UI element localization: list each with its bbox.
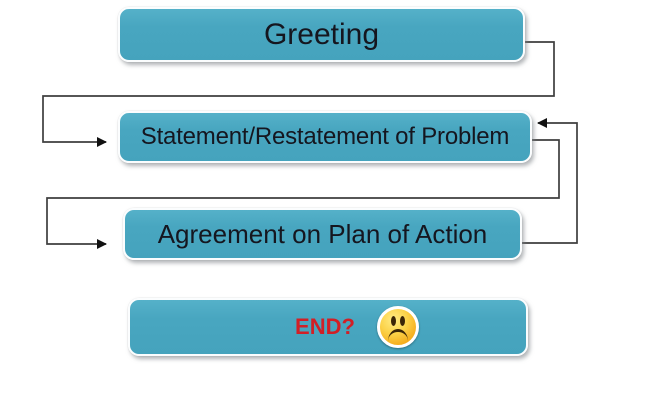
flow-box-agreement-label: Agreement on Plan of Action bbox=[157, 218, 488, 249]
sad-face-left-eye bbox=[390, 316, 396, 326]
flow-box-statement: Statement/Restatement of Problem bbox=[118, 111, 532, 163]
sad-face-frown-mouth bbox=[387, 329, 408, 341]
flow-box-statement-label: Statement/Restatement of Problem bbox=[140, 123, 510, 150]
sad-face-icon bbox=[376, 306, 419, 348]
flow-box-greeting: Greeting bbox=[118, 7, 525, 62]
flow-box-end: END? bbox=[128, 298, 528, 356]
flow-box-end-label: END? bbox=[295, 314, 355, 339]
flow-box-greeting-label: Greeting bbox=[263, 17, 380, 51]
flow-box-agreement: Agreement on Plan of Action bbox=[123, 208, 522, 260]
sad-face-right-eye bbox=[399, 316, 405, 326]
